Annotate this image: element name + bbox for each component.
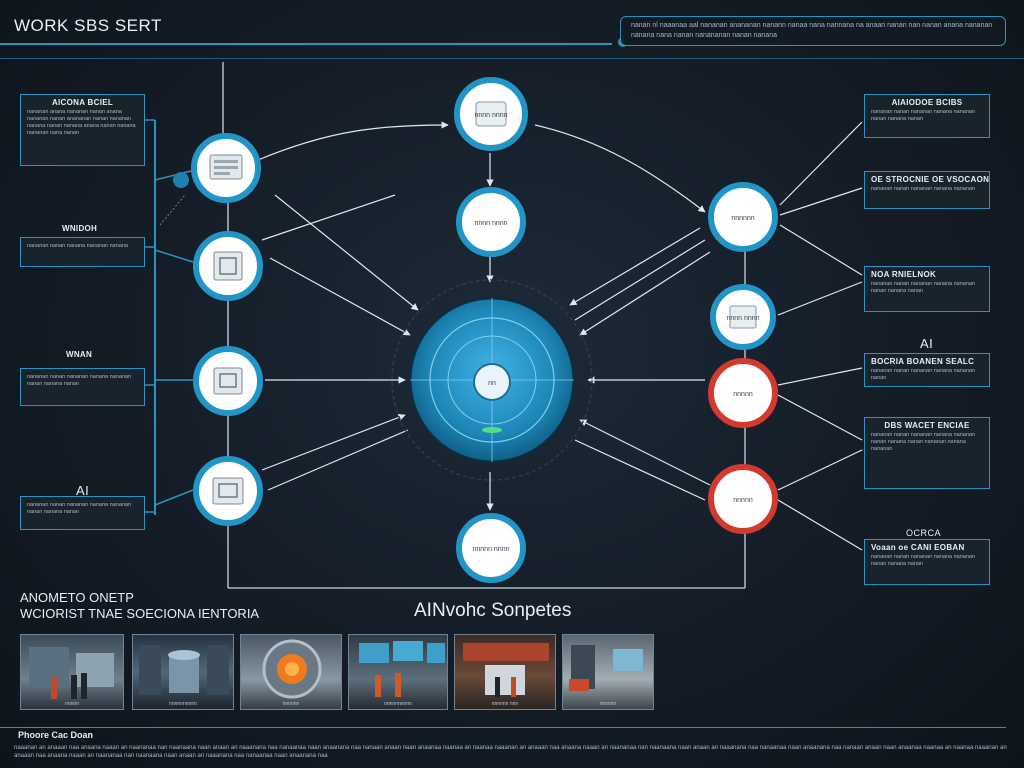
left-panel-4: nananan nanan nananan nanana nananan nan…	[20, 496, 145, 530]
thumbnail-6-scene-icon	[569, 645, 643, 691]
bottom-heading: ANOMETO ONETP	[20, 590, 134, 605]
left-connector-bus	[145, 119, 196, 515]
right-alert-node-1[interactable]: nnnnn	[708, 358, 778, 428]
left-node-2[interactable]	[193, 231, 263, 301]
left-node-3[interactable]	[193, 346, 263, 416]
right-panel-5-body: nananan nanan nananan nanana nananan nan…	[871, 432, 975, 452]
thumbnail-5[interactable]: nnnnnn nnn	[454, 634, 556, 710]
thumbnail-2[interactable]: nnnnnnnnnn	[132, 634, 234, 710]
thumbnail-5-caption: nnnnnn nnn	[491, 701, 519, 707]
header-info-text: nanan nl naaanaa aal nananan anananan na…	[631, 22, 993, 39]
thumbnail-1-scene-icon	[29, 647, 114, 699]
page-title: WORK SBS SERT	[14, 16, 162, 35]
left-panel-2-body: nananan nanan nanana nananan nanana	[27, 243, 128, 249]
upper-center-node[interactable]: nnnn nnnn	[456, 187, 526, 257]
left-panel-2: nananan nanan nanana nananan nanana	[20, 237, 145, 267]
frame-lines	[222, 62, 746, 589]
right-node-2[interactable]: nnnn nnnn	[710, 284, 776, 350]
left-node-4[interactable]	[193, 456, 263, 526]
top-node-label: nnnn nnnn	[474, 112, 507, 119]
right-alert-node-1-label: nnnnn	[733, 391, 753, 398]
left-panel-3: nananan nanan nananan nanana nananan nan…	[20, 368, 145, 406]
right-panel-3: NOA RNIELNOK nananan nanan nananan nanan…	[864, 266, 990, 312]
right-panel-2: OE STROCNIE OE VSOCAON nananan nanan nan…	[864, 171, 990, 209]
thumbnail-5-scene-icon	[463, 643, 549, 697]
thumbnail-4[interactable]: nnnnnnnnnn	[348, 634, 448, 710]
left-ai-label: AI	[76, 483, 90, 498]
bottom-center-node-label: nnnnn nnnn	[473, 546, 510, 553]
bottom-center-node[interactable]: nnnnn nnnn	[456, 513, 526, 583]
left-panel-3-title: WNAN	[66, 350, 93, 359]
right-alert-node-2[interactable]: nnnnn	[708, 464, 778, 534]
left-panel-1-title: AICONA BCIEL	[51, 98, 114, 107]
left-panel-3-body: nananan nanan nananan nanana nananan nan…	[27, 374, 131, 387]
left-panel-1: AICONA BCIEL nananan anana nananan nanan…	[20, 94, 145, 166]
right-panel-4-body: nananan nanan nananan nanana nananan nan…	[871, 368, 975, 381]
right-panel-6: Voaan oe CANI EOBAN nananan nanan nanana…	[864, 539, 990, 585]
central-hub	[391, 279, 593, 481]
thumbnail-2-caption: nnnnnnnnnn	[169, 701, 197, 707]
thumbnail-4-scene-icon	[359, 641, 445, 697]
right-panel-6-body: nananan nanan nananan nanana nananan nan…	[871, 554, 975, 567]
thumbnail-6[interactable]: nnnnnn	[562, 634, 654, 710]
hub-label: nn	[488, 380, 496, 387]
right-panel-4-title: BOCRIA BOANEN SEALC	[871, 357, 975, 366]
footer-label: Phoore Cac Doan	[18, 730, 94, 740]
footer-text: naaanan an anaaan naa anaana naaan an na…	[14, 745, 1007, 759]
top-node[interactable]: nnnn nnnn	[454, 77, 528, 151]
ocrca-label: OCRCA	[906, 528, 942, 538]
right-panel-4: BOCRIA BOANEN SEALC nananan nanan nanana…	[864, 353, 990, 387]
right-panel-1-title: AIAIODOE BCIBS	[891, 98, 963, 107]
connection-arrows	[257, 121, 863, 551]
left-panel-1-body: nananan anana nananan nanan anana nanana…	[27, 109, 136, 136]
thumbnail-3-caption: nnnnnn	[282, 701, 300, 707]
thumbnail-1-caption: nnnnn	[65, 701, 79, 707]
thumbnail-6-caption: nnnnnn	[599, 701, 617, 707]
upper-center-node-label: nnnn nnnn	[474, 220, 507, 227]
thumbnail-3-scene-icon	[262, 639, 322, 699]
right-panel-5: DBS WACET ENCIAE nananan nanan nananan n…	[864, 417, 990, 489]
right-alert-node-2-label: nnnnn	[733, 497, 753, 504]
right-ai-label: AI	[920, 336, 934, 351]
right-panel-1-body: nananan nanan nananan nanana nananan nan…	[871, 109, 975, 122]
right-node-1[interactable]: nnnnnn	[708, 182, 778, 252]
bottom-center-title: AINvohc Sonpetes	[414, 600, 572, 621]
right-panel-2-body: nananan nanan nananan nanana nananan	[871, 186, 975, 192]
right-panel-3-body: nananan nanan nananan nanana nananan nan…	[871, 281, 975, 294]
header-divider	[0, 43, 612, 45]
thumbnail-1[interactable]: nnnnn	[20, 634, 124, 710]
right-node-1-label: nnnnnn	[731, 215, 754, 222]
thumbnail-2-scene-icon	[139, 645, 229, 695]
right-panel-5-title: DBS WACET ENCIAE	[884, 421, 970, 430]
header-divider-secondary	[0, 58, 1024, 59]
thumbnail-4-caption: nnnnnnnnnn	[384, 701, 412, 707]
right-panel-1: AIAIODOE BCIBS nananan nanan nananan nan…	[864, 94, 990, 138]
footer-divider	[0, 727, 1006, 728]
header-info-panel: nanan nl naaanaa aal nananan anananan na…	[620, 16, 1006, 46]
bottom-subheading: WCIORIST TNAE SOECIONA IENTORIA	[20, 606, 260, 621]
right-node-2-label: nnnn nnnn	[726, 315, 759, 322]
thumbnail-3[interactable]: nnnnnn	[240, 634, 342, 710]
left-panel-4-body: nananan nanan nananan nanana nananan nan…	[27, 502, 131, 515]
left-node-1[interactable]	[191, 133, 261, 203]
left-panel-2-title: WNIDOH	[62, 224, 98, 233]
right-panel-6-title: Voaan oe CANI EOBAN	[871, 543, 965, 552]
right-panel-2-title: OE STROCNIE OE VSOCAON	[871, 175, 990, 184]
right-panel-3-title: NOA RNIELNOK	[871, 270, 937, 279]
